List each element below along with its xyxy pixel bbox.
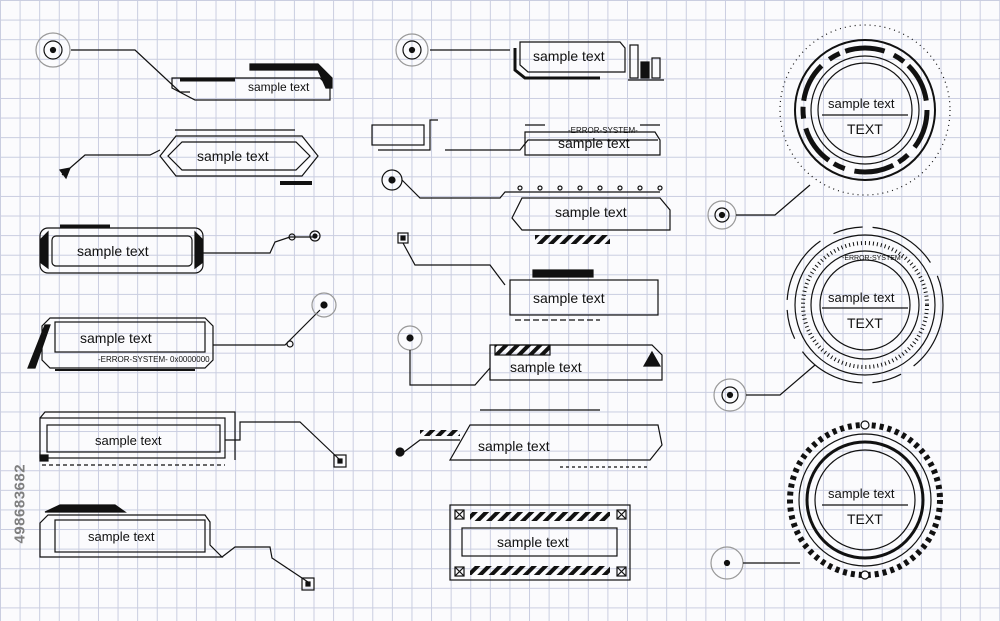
- crosshair-icon: [395, 33, 429, 67]
- frame-label: sample text: [555, 204, 627, 220]
- frame-label: sample text: [248, 80, 310, 94]
- crosshair-icon: [710, 546, 744, 580]
- hud-frame-8: -ERROR-SYSTEM- sample text: [371, 119, 661, 156]
- frame-sublabel: -ERROR-SYSTEM- 0x0000000: [98, 355, 210, 364]
- frame-sublabel: -ERROR-SYSTEM-: [568, 126, 638, 135]
- hud-circle-3: sample text TEXT: [710, 420, 943, 580]
- hud-frame-13: sample text: [449, 504, 631, 581]
- circle-value: TEXT: [847, 511, 883, 527]
- hud-circle-2: -ERROR-SYSTEM- sample text TEXT: [713, 226, 944, 412]
- ring-text: -ERROR-SYSTEM-: [842, 255, 904, 262]
- circle-label: sample text: [828, 96, 895, 111]
- crosshair-icon: [35, 32, 71, 68]
- frame-label: sample text: [478, 438, 550, 454]
- crosshair-icon: [381, 169, 403, 191]
- frame-label: sample text: [197, 148, 269, 164]
- bar-chart-icon: [628, 44, 664, 81]
- circle-value: TEXT: [847, 121, 883, 137]
- hud-frame-3: sample text: [39, 224, 321, 274]
- hud-frame-6: sample text: [39, 504, 315, 591]
- frame-label: sample text: [558, 135, 630, 151]
- crosshair-icon: [713, 378, 747, 412]
- hud-frame-1: sample text: [35, 32, 333, 101]
- circle-value: TEXT: [847, 315, 883, 331]
- frame-label: sample text: [80, 330, 152, 346]
- hud-circle-1: sample text TEXT: [707, 24, 951, 230]
- frame-label: sample text: [77, 243, 149, 259]
- frame-label: sample text: [510, 359, 582, 375]
- hud-frame-12: sample text: [395, 409, 663, 468]
- hud-frame-4: sample text -ERROR-SYSTEM- 0x0000000: [27, 292, 337, 371]
- frame-label: sample text: [95, 433, 162, 448]
- frame-label: sample text: [533, 290, 605, 306]
- frame-label: sample text: [88, 529, 155, 544]
- warning-icon: [642, 350, 662, 367]
- crosshair-icon: [397, 325, 423, 351]
- hud-frame-9: sample text: [381, 169, 671, 244]
- hud-frame-11: sample text: [397, 325, 663, 386]
- crosshair-icon: [311, 292, 337, 318]
- hud-frame-5: sample text: [39, 411, 347, 468]
- hud-frame-2: sample text: [58, 129, 319, 185]
- frame-label: sample text: [497, 534, 569, 550]
- circle-label: sample text: [828, 290, 895, 305]
- stock-id-watermark: 498683682: [11, 463, 29, 544]
- crosshair-icon: [707, 200, 737, 230]
- hud-frame-10: sample text: [397, 232, 659, 321]
- circle-label: sample text: [828, 486, 895, 501]
- hud-frame-7: sample text: [395, 33, 664, 81]
- x-box-icon: [454, 509, 627, 577]
- frame-label: sample text: [533, 48, 605, 64]
